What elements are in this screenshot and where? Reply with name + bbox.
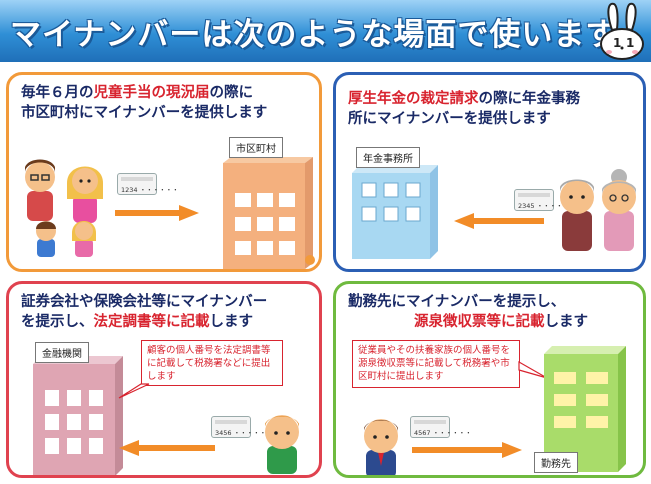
callout-box: 従業員やその扶養家族の個人番号を源泉徴収票等に記載して税務署や市区町村に提出しま…	[352, 340, 520, 388]
building-label: 勤務先	[534, 452, 578, 473]
card-number: 3456 ・・・・・・	[215, 429, 273, 437]
panel-heading-line1: 毎年６月の児童手当の現況届の際に	[21, 83, 253, 103]
arrow-right-icon	[412, 442, 522, 458]
page-title: マイナンバーは次のような場面で使います。	[10, 17, 647, 53]
my-number-card-icon: 3456 ・・・・・・	[211, 416, 273, 438]
arrow-left-icon	[119, 440, 215, 456]
panel-heading-line1: 勤務先にマイナンバーを提示し、	[348, 294, 566, 310]
pension-office-building-icon	[352, 165, 438, 259]
heading-text: の際に年金事務	[478, 91, 581, 107]
businessman-icon	[364, 419, 398, 475]
person-icon	[265, 415, 299, 474]
heading-text: 毎年６月の	[21, 85, 94, 101]
bank-building-icon	[33, 356, 123, 475]
building-label: 市区町村	[229, 137, 283, 158]
panel-heading-line2: 所にマイナンバーを提供します	[348, 111, 551, 127]
svg-text:1: 1	[613, 36, 621, 50]
panel-heading-line2: 源泉徴収票等に記載します	[414, 312, 588, 332]
my-number-card-icon: 2345 ・・・・・・	[514, 189, 576, 211]
card-number: 1234 ・・・・・・	[121, 186, 179, 194]
heading-text: を提示し、	[21, 314, 94, 330]
building-label: 金融機関	[35, 342, 89, 363]
heading-emphasis: 児童手当の現況届	[93, 85, 210, 101]
arrow-left-icon	[454, 213, 544, 229]
city-office-building-icon	[223, 157, 313, 269]
svg-text:1: 1	[626, 36, 634, 50]
my-number-card-icon: 1234 ・・・・・・	[117, 173, 179, 195]
office-building-icon	[544, 346, 626, 472]
card-number: 4567 ・・・・・・	[414, 429, 472, 437]
panel-employer: 勤務先にマイナンバーを提示し、 源泉徴収票等に記載します 従業員やその扶養家族の…	[333, 281, 646, 478]
panel-heading-line1: 証券会社や保険会社等にマイナンバー	[21, 294, 268, 310]
callout-pointer	[518, 360, 548, 379]
heading-emphasis: 厚生年金の裁定請求	[348, 91, 479, 107]
arrow-right-icon	[115, 205, 199, 221]
building-label: 年金事務所	[356, 147, 420, 168]
heading-text: します	[209, 314, 254, 330]
decor-dot-icon	[305, 255, 315, 265]
callout-pointer	[118, 383, 150, 399]
page-header: マイナンバーは次のような場面で使います。 1 1	[0, 0, 651, 62]
callout-box: 顧客の個人番号を法定調書等に記載して税務署などに提出します	[141, 340, 283, 386]
panel-heading-line1: 厚生年金の裁定請求の際に年金事務	[348, 89, 580, 109]
panel-pension: 厚生年金の裁定請求の際に年金事務 所にマイナンバーを提供します 年金事務所 23…	[333, 72, 646, 272]
elderly-couple-icon	[560, 169, 636, 251]
panel-heading-line2: を提示し、法定調書等に記載します	[21, 312, 253, 332]
heading-text: の際に	[209, 85, 254, 101]
panel-heading-line2: 市区町村にマイナンバーを提供します	[21, 105, 268, 121]
heading-emphasis: 源泉徴収票等に記載	[414, 314, 545, 330]
rabbit-mascot-icon: 1 1	[600, 2, 644, 60]
family-icon	[25, 159, 103, 257]
panel-financial-institution: 証券会社や保険会社等にマイナンバー を提示し、法定調書等に記載します 金融機関 …	[6, 281, 322, 478]
card-number: 2345 ・・・・・・	[518, 202, 576, 210]
my-number-card-icon: 4567 ・・・・・・	[410, 416, 472, 438]
heading-emphasis: 法定調書等に記載	[93, 314, 210, 330]
panel-child-allowance: 毎年６月の児童手当の現況届の際に 市区町村にマイナンバーを提供します 1234 …	[6, 72, 322, 272]
heading-text: します	[544, 314, 589, 330]
